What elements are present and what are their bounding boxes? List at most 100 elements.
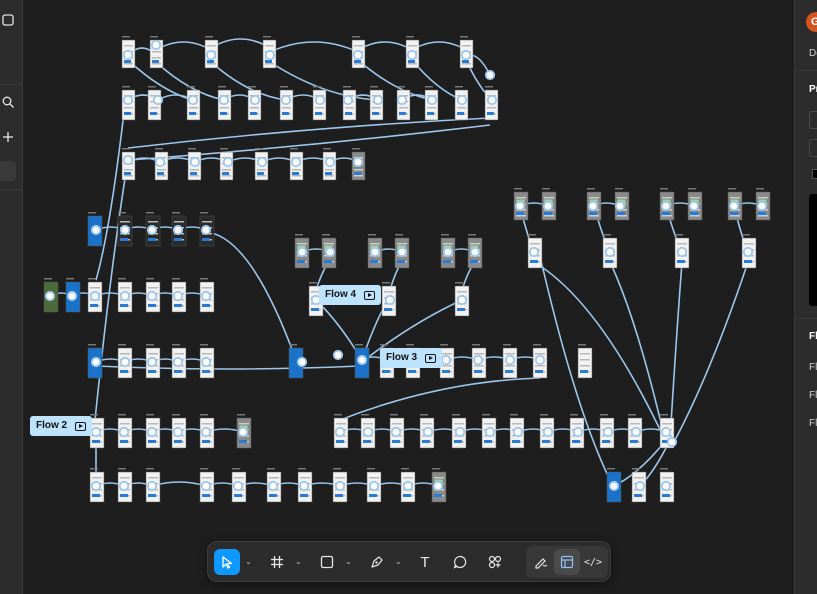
- flow-label-2[interactable]: Flow 2: [30, 416, 93, 436]
- search-icon[interactable]: [0, 96, 16, 112]
- prototype-connections: [43, 36, 771, 503]
- frame-button: [408, 370, 416, 373]
- frame-content-line: [157, 175, 166, 177]
- frame-title: [88, 212, 96, 214]
- connection-node: [484, 69, 496, 81]
- design-mode-icon[interactable]: [554, 549, 580, 575]
- frame-button: [505, 370, 513, 373]
- frame-title: [187, 86, 195, 88]
- device-select[interactable]: [809, 111, 817, 129]
- connection-node: [402, 480, 414, 492]
- frame-button: [544, 212, 552, 215]
- frame-button: [399, 112, 406, 115]
- frame-content-line: [454, 423, 464, 425]
- frame-title: [352, 36, 360, 38]
- frame-content-line: [269, 477, 279, 479]
- flow-list-item[interactable]: Fl: [809, 362, 817, 373]
- page-item[interactable]: [0, 161, 16, 181]
- frame-content-line: [372, 107, 381, 109]
- frame-title: [150, 36, 158, 38]
- frame-title: [355, 344, 363, 346]
- cursor-icon[interactable]: [214, 549, 240, 575]
- frame-content-line: [297, 243, 307, 245]
- frame-button: [457, 308, 465, 311]
- flow-label-4[interactable]: Flow 4: [319, 285, 382, 305]
- connector-line: [94, 159, 129, 421]
- frame-body: [396, 89, 411, 121]
- connection-node: [396, 246, 408, 258]
- screen-frame[interactable]: [577, 344, 593, 379]
- avatar[interactable]: G: [806, 12, 817, 32]
- frame-content-line: [150, 107, 159, 109]
- flow-label-3[interactable]: Flow 3: [380, 348, 443, 368]
- frame-title: [432, 468, 440, 470]
- frame-button: [470, 260, 478, 263]
- connection-node: [572, 426, 584, 438]
- frame-button: [124, 112, 131, 115]
- play-icon[interactable]: [425, 353, 437, 363]
- frame-button: [602, 440, 610, 443]
- frame-button: [174, 238, 182, 241]
- connection-node: [267, 480, 279, 492]
- flow-list-item[interactable]: Fl: [809, 390, 817, 401]
- text-icon[interactable]: T: [420, 553, 430, 571]
- model-select[interactable]: [809, 139, 817, 157]
- frame-content-line: [257, 175, 266, 177]
- connection-node: [514, 200, 526, 212]
- frame-content-line: [690, 197, 700, 199]
- frame-content-line: [120, 477, 130, 479]
- frame-content-line: [336, 423, 346, 425]
- frame-content-line: [152, 51, 161, 53]
- frame-button: [292, 172, 299, 175]
- frame-content-line: [662, 477, 672, 479]
- flow-list-item[interactable]: Fl: [809, 418, 817, 429]
- connection-node: [118, 480, 130, 492]
- connection-node: [152, 94, 164, 106]
- prototype-canvas[interactable]: Flow 4 Flow 3 Flow 2: [23, 0, 794, 594]
- frame-content-line: [190, 169, 199, 171]
- frame-button: [202, 494, 210, 497]
- code-icon[interactable]: </>: [583, 556, 603, 568]
- frame-button: [484, 440, 492, 443]
- play-icon[interactable]: [75, 421, 87, 431]
- frame-button: [744, 260, 752, 263]
- frame-button: [120, 370, 128, 373]
- pen-icon[interactable]: [364, 549, 390, 575]
- frame-content-line: [422, 423, 432, 425]
- color-swatch[interactable]: [812, 169, 817, 179]
- comment-icon[interactable]: [447, 549, 473, 575]
- frame-button: [92, 494, 100, 497]
- frame-button: [605, 260, 613, 263]
- frame-button: [427, 112, 434, 115]
- connector-line: [269, 41, 359, 53]
- draw-icon[interactable]: [528, 549, 554, 575]
- actions-icon[interactable]: [482, 549, 508, 575]
- frame-title: [452, 414, 460, 416]
- frame-hash-icon[interactable]: [264, 549, 290, 575]
- connection-node: [422, 426, 434, 438]
- chevron-down-icon[interactable]: ⌄: [345, 557, 352, 566]
- frame-title: [66, 278, 74, 280]
- frame-title: [382, 282, 390, 284]
- device-preview: [809, 194, 817, 306]
- frame-content-line: [580, 359, 590, 361]
- frame-icon[interactable]: [0, 14, 16, 30]
- frame-button: [174, 440, 182, 443]
- frame-button: [370, 260, 378, 263]
- plus-icon[interactable]: [0, 131, 16, 147]
- frame-content-line: [124, 107, 133, 109]
- frame-body: [342, 89, 357, 121]
- chevron-down-icon[interactable]: ⌄: [295, 557, 302, 566]
- frame-button: [662, 494, 670, 497]
- rectangle-icon[interactable]: [314, 549, 340, 575]
- chevron-down-icon[interactable]: ⌄: [395, 557, 402, 566]
- frame-content-line: [397, 243, 407, 245]
- frame-button: [758, 212, 766, 215]
- frame-button: [174, 304, 182, 307]
- tab-design[interactable]: De: [809, 48, 817, 59]
- connection-node: [456, 294, 468, 306]
- play-icon[interactable]: [364, 290, 376, 300]
- connection-node: [146, 480, 158, 492]
- chevron-down-icon[interactable]: ⌄: [245, 557, 252, 566]
- frame-content-line: [462, 63, 471, 65]
